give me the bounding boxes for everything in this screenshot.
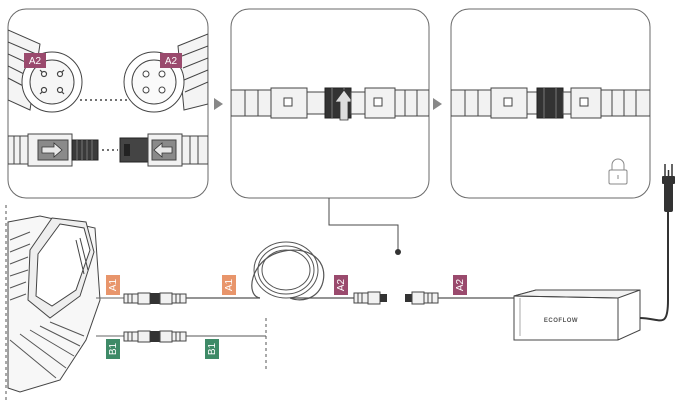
- triangle-right-icon: [433, 98, 442, 110]
- insert-arrow-icon: [153, 142, 173, 158]
- tag-b1-cable: B1: [205, 339, 219, 359]
- a2-tag-female: [160, 53, 182, 68]
- a2-male-plug: [353, 291, 387, 305]
- a1-connector-pair: [123, 292, 187, 305]
- connector-right-body: [350, 87, 429, 119]
- tag-b1-device: B1: [106, 339, 120, 359]
- power-plug-icon: [662, 164, 675, 212]
- step-1-panel: A2 A2: [7, 8, 209, 199]
- device-body: [7, 215, 101, 393]
- tag-a1-device: A1: [106, 275, 120, 295]
- callout-dot: [395, 249, 401, 255]
- step-2-panel: [230, 8, 430, 199]
- female-connector-head: [123, 33, 208, 113]
- tag-a2-adapter: A2: [453, 275, 467, 295]
- connector-coupling: [324, 87, 354, 121]
- tag-a1-device-text: A1: [108, 278, 119, 291]
- tag-b1-cable-text: B1: [207, 342, 218, 355]
- a2-female-socket: [405, 291, 439, 305]
- lock-icon: [608, 158, 628, 185]
- a2-tag-male-text: A2: [29, 56, 42, 67]
- adapter-brand-logo: ECOFLOW: [544, 318, 578, 324]
- tag-a1-cable-text: A1: [224, 278, 235, 291]
- tag-a1-cable: A1: [222, 275, 236, 295]
- power-adapter: [513, 289, 641, 341]
- b1-connector-pair: [123, 330, 187, 343]
- male-connector-side: [8, 133, 99, 167]
- connected-connector: [451, 87, 650, 119]
- female-connector-side: [119, 133, 208, 167]
- tag-a2-adapter-text: A2: [455, 278, 466, 291]
- a1-extension-cable: [186, 241, 354, 301]
- callout-line: [328, 198, 399, 252]
- step-3-panel: [450, 8, 651, 199]
- triangle-right-icon: [214, 98, 223, 110]
- a2-tag-female-text: A2: [165, 56, 178, 67]
- tag-a2-cable-text: A2: [336, 278, 347, 291]
- push-arrow-icon: [334, 89, 354, 121]
- tag-b1-device-text: B1: [108, 342, 119, 355]
- insert-arrow-icon: [41, 142, 63, 158]
- connector-left-body: [231, 87, 326, 119]
- ac-cord: [639, 212, 669, 322]
- a2-tag-male: [24, 53, 46, 68]
- tag-a2-cable: A2: [334, 275, 348, 295]
